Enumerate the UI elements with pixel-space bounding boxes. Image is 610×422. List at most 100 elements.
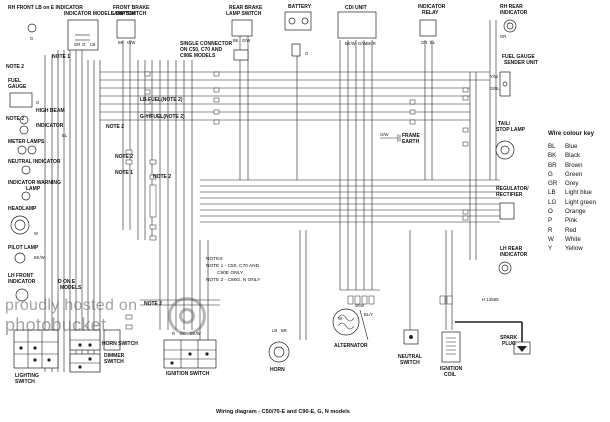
- single-connector-label-1: SINGLE CONNECTOR: [180, 41, 233, 47]
- high-beam-label: HIGH BEAM: [36, 108, 65, 114]
- relay-label-2: RELAY: [422, 10, 439, 16]
- reference-code: H 12565: [482, 297, 499, 302]
- ignition-coil-label-2: COIL: [444, 372, 456, 378]
- note-1-marker-center: NOTE 1: [115, 170, 133, 176]
- wire-code: W/W: [355, 303, 364, 308]
- frame-earth-label-1: FRAME: [402, 133, 420, 139]
- front-brake-label-1: FRONT BRAKE: [113, 5, 150, 11]
- fuel-gauge-label-2: GAUGE: [8, 84, 27, 90]
- wire-code: G/W: [242, 38, 250, 43]
- note-1-text-cont: C90E ONLY: [217, 271, 244, 276]
- notes-heading: NOTES: [206, 257, 223, 262]
- rear-brake-label-2: LAMP SWITCH: [226, 11, 262, 17]
- wire-code: G/W: [127, 40, 135, 45]
- wire-code: G: [305, 51, 308, 56]
- neutral-switch-label-2: SWITCH: [400, 360, 420, 366]
- wire-code-labels: G GR O LB BK G/W BK G/W BK/W G/W BK/R GR…: [30, 34, 506, 336]
- rh-rear-label-2: INDICATOR: [500, 10, 528, 16]
- ignition-coil-label-1: IGNITION: [440, 366, 463, 372]
- dimmer-switch: DIMMER SWITCH: [69, 353, 125, 373]
- wire-code: GR: [421, 40, 427, 45]
- meter-lamps: METER LAMPS: [8, 139, 45, 155]
- ignition-switch: IGNITION SWITCH: [163, 339, 217, 377]
- regulator-rectifier: REGULATOR/ RECTIFIER: [496, 186, 529, 220]
- wire-code: G: [30, 36, 33, 41]
- wire-key-code: O: [548, 208, 553, 216]
- notes-block: NOTES NOTE 1 - C50, C70 AND C90E ONLY NO…: [206, 256, 260, 284]
- ignition-coil: IGNITION COIL: [440, 331, 463, 378]
- wire-code: G/W: [358, 41, 366, 46]
- note-2-text: NOTE 2 - C90G, N ONLY: [206, 278, 261, 283]
- wire-key-title: Wire colour key: [548, 130, 595, 137]
- wire-key-colour: Green: [565, 170, 583, 178]
- wire-key-code: P: [548, 217, 553, 225]
- rh-front-indicator-label: RH FRONT LB on E INDICATOR: [8, 5, 83, 11]
- fuel-sender-label-2: SENDER UNIT: [504, 60, 538, 66]
- connectors: [125, 71, 469, 330]
- lighting-switch-label-2: SWITCH: [15, 379, 35, 385]
- fuel-gauge-label-1: FUEL: [8, 78, 21, 84]
- wire-key-colour: Orange: [565, 208, 586, 216]
- photobucket-logo-icon: [168, 297, 206, 335]
- battery: BATTERY: [284, 4, 312, 57]
- wire-key-code: BL: [548, 143, 556, 150]
- wire-code: Y/W: [490, 74, 498, 79]
- lh-rear-indicator: LH REAR INDICATOR: [498, 246, 528, 275]
- wire-key-code: W: [548, 235, 554, 243]
- wire-key-row: O Orange: [548, 207, 608, 216]
- photobucket-watermark: proudly hosted on photobucket: [0, 293, 220, 343]
- wire-code: BK/W: [345, 41, 356, 46]
- wire-code: BL: [62, 133, 68, 138]
- lh-rear-label-1: LH REAR: [500, 246, 523, 252]
- warning-lamp-label-2: LAMP: [26, 186, 41, 192]
- g-fuel-note: G-Y/FUEL(NOTE 2): [140, 114, 185, 120]
- tail-lamp-label-2: STOP LAMP: [496, 127, 526, 133]
- wire-key-colour: Grey: [565, 180, 579, 188]
- wire-code: G: [36, 100, 39, 105]
- pilot-lamp: PILOT LAMP: [8, 245, 39, 264]
- tail-stop-lamp: TAIL/ STOP LAMP: [495, 121, 526, 160]
- meter-lamps-label: METER LAMPS: [8, 139, 45, 145]
- wire-code: BK: [118, 40, 124, 45]
- note-2-marker-bottom: NOTE 2: [144, 301, 162, 307]
- models-switch-label: INDICATOR MODELS SWITCH: [64, 11, 136, 17]
- note-2-marker-right: NOTE 2: [153, 174, 171, 180]
- wire-code: BL: [430, 40, 436, 45]
- rh-rear-indicator: RH REAR INDICATOR: [500, 4, 528, 33]
- single-connector-label-2: ON C50, C70 AND: [180, 47, 222, 53]
- wire-key-code: BK: [548, 152, 557, 160]
- rear-brake-label-1: REAR BRAKE: [229, 5, 263, 11]
- d-on-e-label-2: MODELS: [60, 285, 82, 291]
- ignition-switch-label: IGNITION SWITCH: [166, 371, 210, 377]
- wire-key-code: GR: [548, 180, 558, 188]
- indicator-label: INDICATOR: [36, 123, 64, 129]
- rh-rear-label-1: RH REAR: [500, 4, 523, 10]
- d-on-e-label-1: D ON E: [58, 279, 76, 285]
- wire-key-colour: Light blue: [565, 189, 592, 197]
- wire-harness: [44, 20, 523, 372]
- wire-code: G/W: [380, 132, 388, 137]
- pilot-lamp-label: PILOT LAMP: [8, 245, 39, 251]
- alternator-label: ALTERNATOR: [334, 343, 368, 349]
- watermark-line-1: proudly hosted on: [5, 297, 138, 314]
- rh-front-indicator-switch: RH FRONT LB on E INDICATOR INDICATOR MOD…: [8, 5, 136, 51]
- wire-code: BK/W: [34, 255, 45, 260]
- wire-code: GR: [500, 34, 506, 39]
- regulator-label-2: RECTIFIER: [496, 192, 523, 198]
- horn-label: HORN: [270, 367, 285, 373]
- single-connector-label-3: C90E MODELS: [180, 53, 216, 59]
- fuel-gauge: FUEL GAUGE: [8, 78, 33, 108]
- wire-code: BK: [233, 38, 239, 43]
- fuel-sender-label-1: FUEL GAUGE: [502, 54, 535, 60]
- wire-key-colour: Brown: [565, 161, 583, 169]
- headlamp: HEADLAMP: [8, 206, 37, 235]
